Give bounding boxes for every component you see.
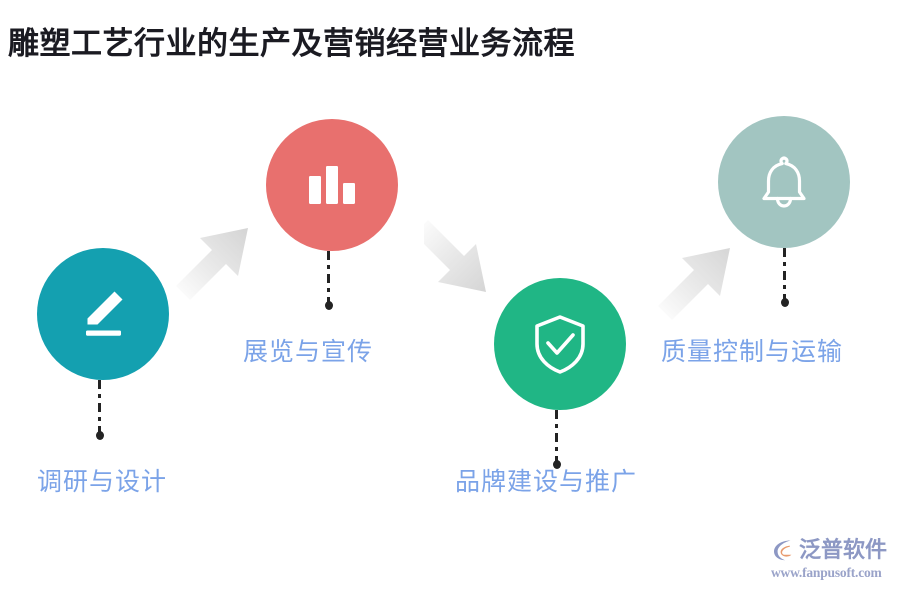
- connector-endpoint-dot: [552, 460, 561, 469]
- step-label-4: 质量控制与运输: [661, 339, 844, 366]
- bell-icon: [762, 156, 806, 208]
- step-label-1: 调研与设计: [37, 469, 168, 496]
- connector-line-step-1: [95, 380, 104, 440]
- connector-endpoint-dot: [95, 431, 104, 440]
- fanpu-logo-mark-icon: [774, 540, 792, 561]
- step-label-3: 品牌建设与推广: [455, 469, 638, 496]
- brand-logo[interactable]: 泛普软件 www.fanpusoft.com: [770, 536, 892, 586]
- step-circle-1[interactable]: [37, 248, 169, 380]
- connector-endpoint-dot: [780, 298, 789, 307]
- connector-dash: [783, 248, 786, 303]
- page-title: 雕塑工艺行业的生产及营销经营业务流程: [8, 26, 575, 61]
- brand-name: 泛普软件: [799, 537, 888, 562]
- connector-line-step-3: [552, 410, 561, 469]
- shield-check-icon: [535, 315, 585, 374]
- connector-line-step-2: [324, 251, 333, 310]
- step-circle-2[interactable]: [266, 119, 398, 251]
- connector-line-step-4: [780, 248, 789, 307]
- connector-dash: [98, 380, 101, 436]
- step-circle-3[interactable]: [494, 278, 626, 410]
- connector-dash: [555, 410, 558, 465]
- brand-url: www.fanpusoft.com: [771, 565, 882, 580]
- brand-logo-row: 泛普软件: [770, 536, 892, 564]
- step-circle-4[interactable]: [718, 116, 850, 248]
- arrow-down-right-2: [424, 220, 486, 292]
- connector-dash: [327, 251, 330, 306]
- arrow-up-right-3: [658, 248, 730, 320]
- arrow-up-right-1: [176, 228, 248, 300]
- pencil-edit-icon: [86, 291, 123, 336]
- bar-chart-icon: [309, 166, 355, 204]
- connector-endpoint-dot: [324, 301, 333, 310]
- step-label-2: 展览与宣传: [243, 339, 374, 366]
